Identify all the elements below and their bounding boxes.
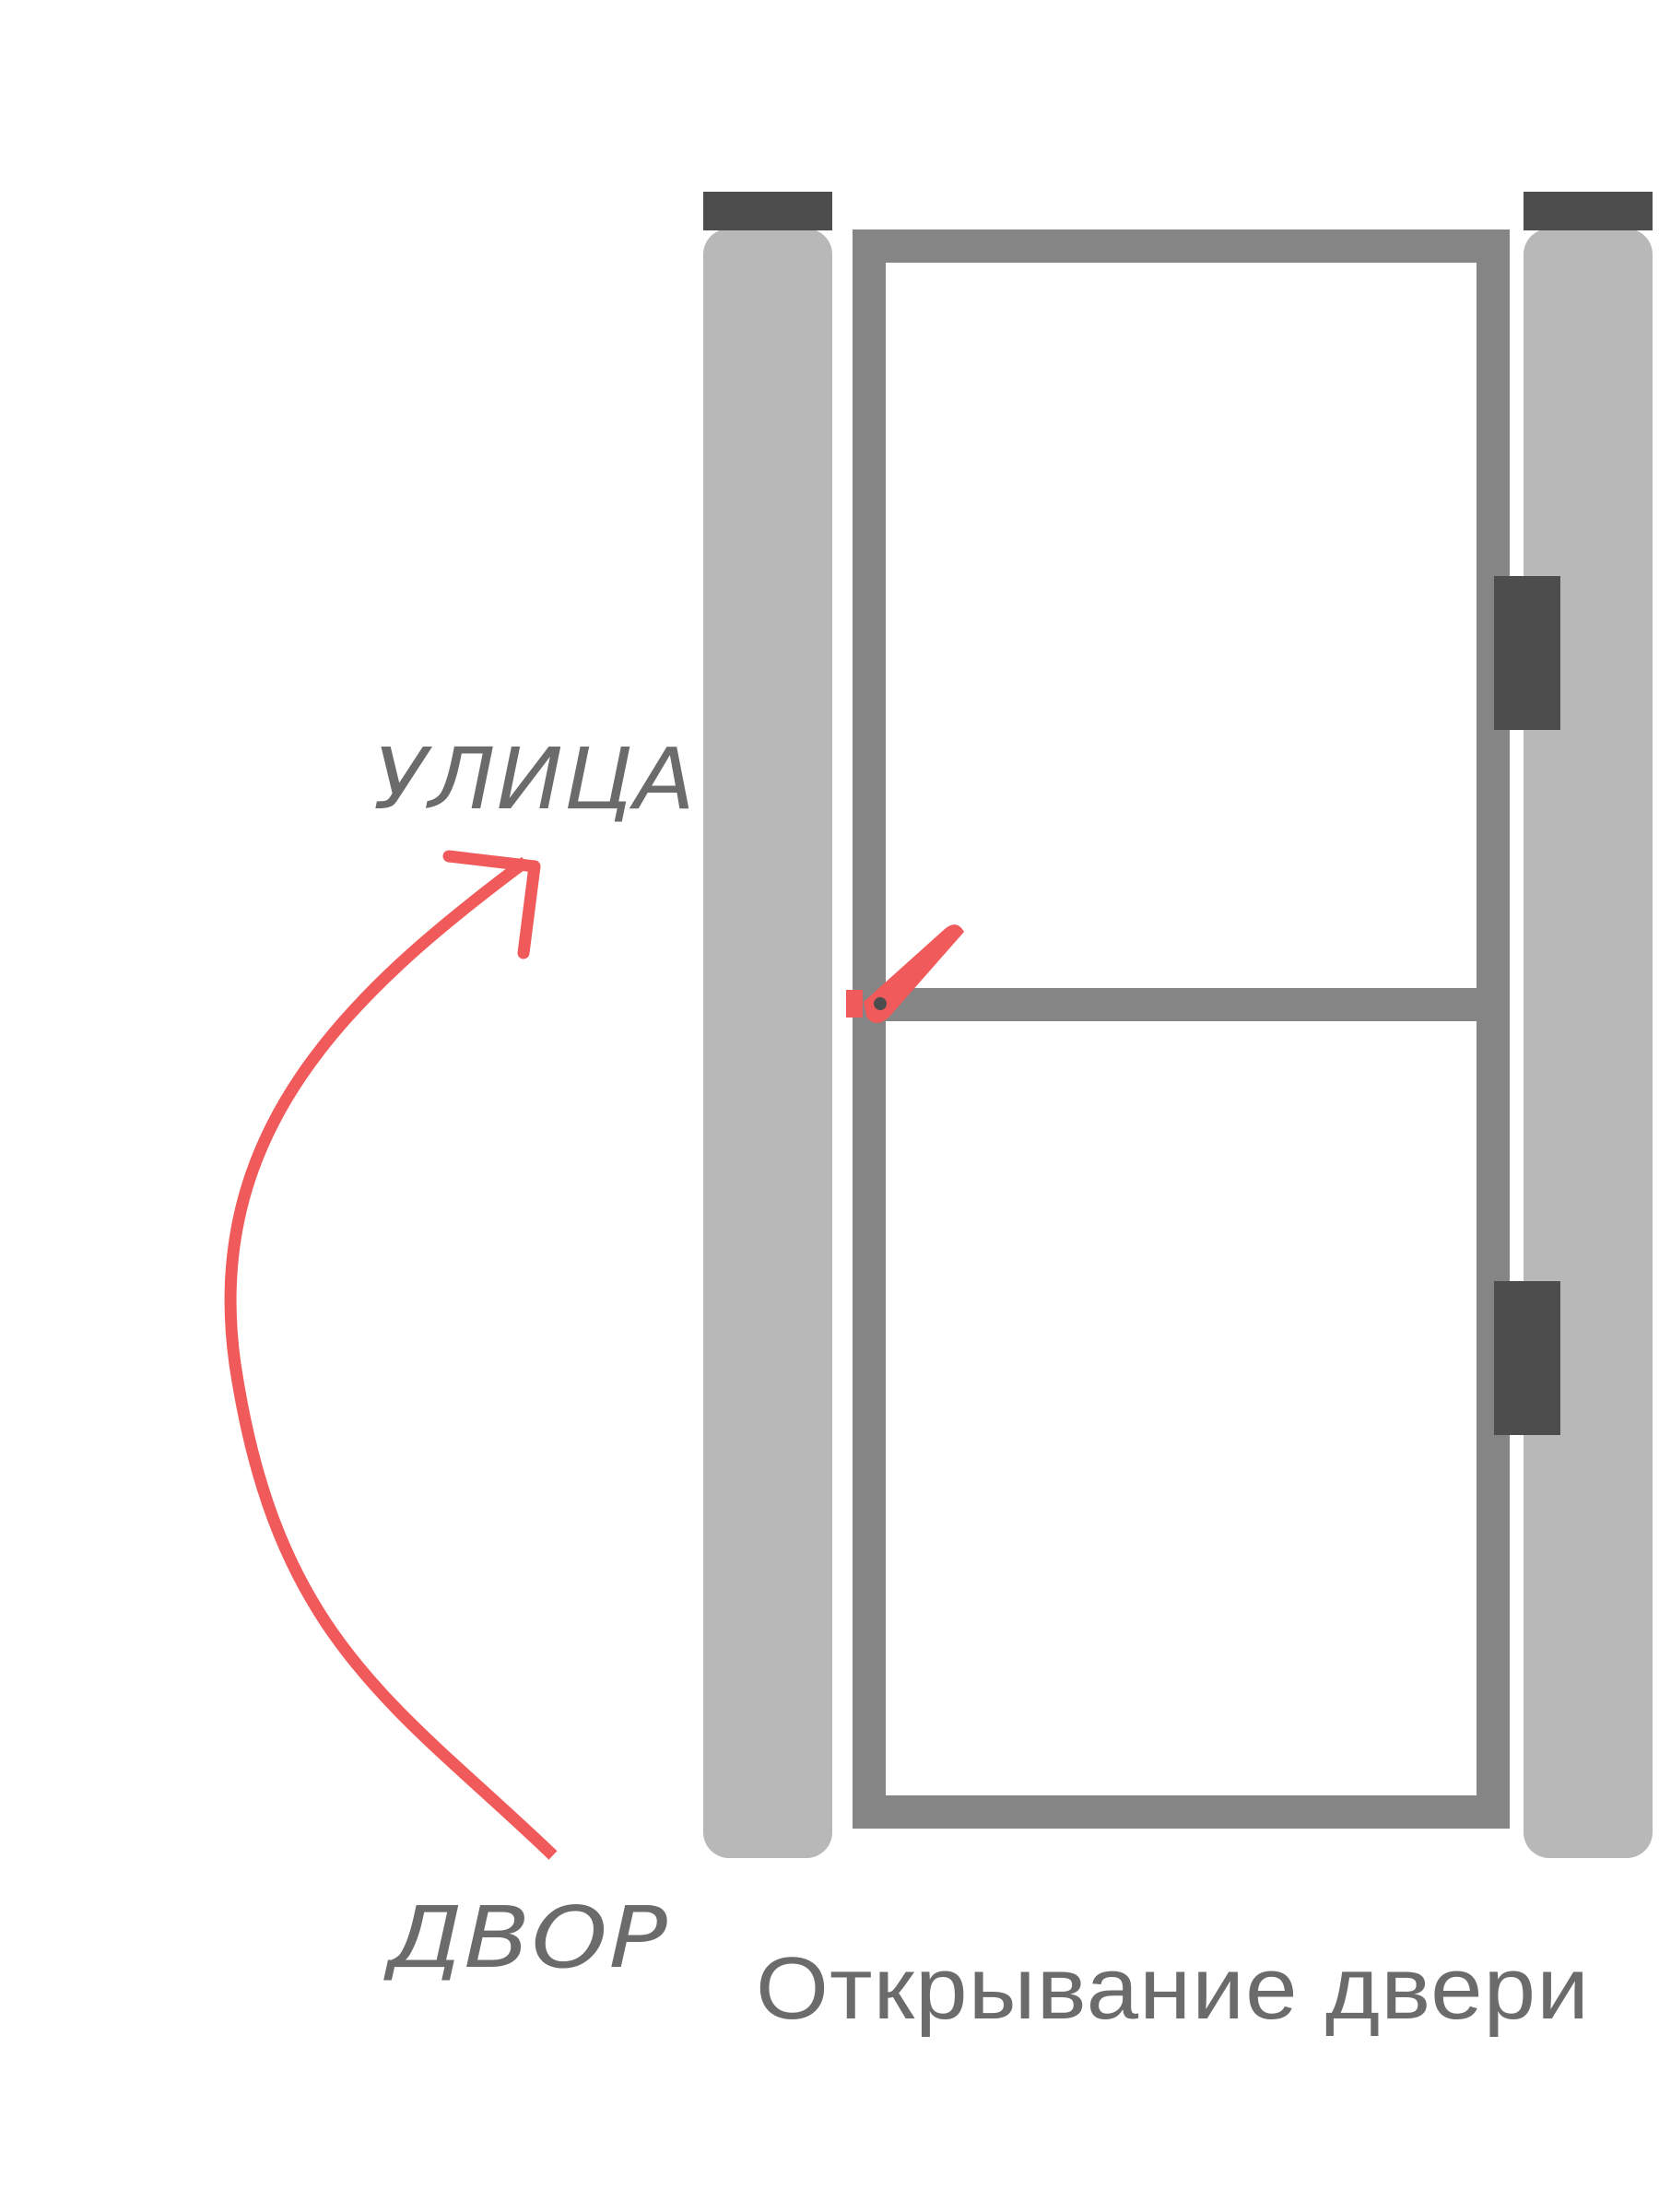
curved-arrow-up-right-icon [224, 850, 558, 1860]
diagram-caption: Открывание двери [756, 1939, 1590, 2038]
yard-label: ДВОР [382, 1888, 668, 1987]
door-crossbar [853, 988, 1510, 1021]
door-frame [853, 229, 1510, 1829]
right-post-cap [1524, 192, 1653, 230]
lower-hinge [1494, 1281, 1560, 1435]
arrow-head [442, 850, 541, 959]
right-post [1524, 192, 1653, 1858]
handle-pivot [874, 997, 887, 1010]
left-post-cap [703, 192, 832, 230]
right-post-body [1524, 229, 1653, 1858]
door-leaf [853, 229, 1510, 1829]
door-handle-icon [846, 924, 964, 1023]
handle-plate [846, 990, 863, 1018]
upper-hinge [1494, 576, 1560, 730]
handle-lever [864, 924, 964, 1023]
left-post [703, 192, 832, 1858]
street-label: УЛИЦА [373, 730, 696, 829]
arrow-curve [224, 856, 558, 1860]
left-post-body [703, 229, 832, 1858]
